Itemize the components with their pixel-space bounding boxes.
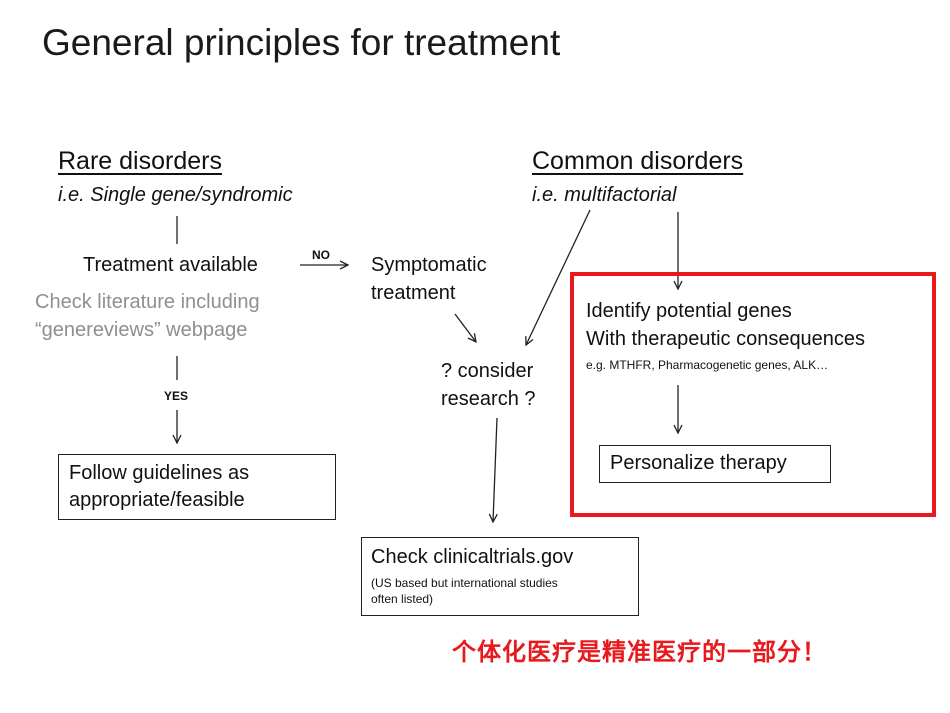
clinicaltrials-note-line1: (US based but international studies [371,576,558,590]
arrow-consider-to-clinicaltrials [493,417,497,522]
symptomatic-line1: Symptomatic [371,254,487,276]
identify-genes-line2: With therapeutic consequences [586,328,866,350]
no-label: NO [312,248,330,262]
consider-research-line1: ? consider [441,360,534,382]
arrow-multifactorial-to-consider [526,209,591,345]
symptomatic-line2: treatment [371,282,456,304]
check-literature-line2: “genereviews” webpage [35,319,248,341]
personalize-therapy-label: Personalize therapy [610,452,787,474]
personalized-therapy-highlight [570,272,936,517]
personalize-therapy-box: Personalize therapy [599,445,831,483]
check-literature-line1: Check literature including [35,291,260,313]
precision-medicine-annotation: 个体化医疗是精准医疗的一部分！ [452,638,827,666]
common-disorders-heading: Common disorders [532,147,744,175]
gene-examples: e.g. MTHFR, Pharmacogenetic genes, ALK… [586,358,829,372]
treatment-available-label: Treatment available [83,254,258,276]
guidelines-line1: Follow guidelines as [69,462,250,484]
arrow-symptomatic-to-consider [454,313,476,342]
rare-disorders-heading: Rare disorders [58,147,222,175]
page-title: General principles for treatment [42,22,561,63]
clinicaltrials-label: Check clinicaltrials.gov [371,546,574,568]
common-disorders-subheading: i.e. multifactorial [532,184,677,206]
guidelines-box: Follow guidelines as appropriate/feasibl… [58,454,336,520]
rare-disorders-subheading: i.e. Single gene/syndromic [58,184,293,206]
identify-genes-line1: Identify potential genes [586,300,792,322]
clinicaltrials-box: Check clinicaltrials.gov (US based but i… [361,537,639,616]
guidelines-line2: appropriate/feasible [69,489,245,511]
clinicaltrials-note-line2: often listed) [371,592,434,606]
yes-label: YES [164,389,189,403]
consider-research-line2: research ? [441,388,536,410]
